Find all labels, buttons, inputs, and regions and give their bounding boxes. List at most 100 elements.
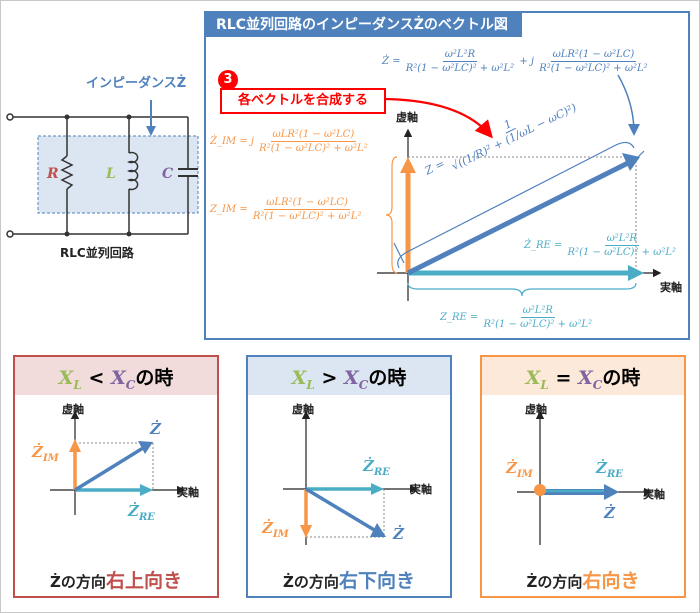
case-1-title: XL < XCの時	[15, 363, 217, 392]
resistor-label: R	[47, 166, 59, 182]
step-label: 各ベクトルを合成する	[220, 88, 386, 114]
case-3-title-xl-sub: L	[540, 377, 549, 392]
case-3-title-suffix: の時	[602, 367, 641, 389]
case-1-imag-axis: 虚軸	[62, 403, 84, 416]
case-2-title-xc: X	[344, 367, 359, 389]
case-3-zre-sub: RE	[606, 469, 623, 480]
case-2-title-suffix: の時	[368, 367, 407, 389]
zre-num: ω²L²R	[520, 305, 555, 318]
case-3-zim-sub: IM	[516, 469, 533, 480]
case-box-3-header	[482, 357, 684, 395]
case-1-title-op: <	[81, 367, 111, 389]
case-3-title-xl: X	[525, 367, 541, 389]
case-2-title: XL > XCの時	[248, 363, 450, 392]
case-2-title-xl: X	[291, 367, 307, 389]
case-2-zre-sub: RE	[373, 467, 390, 478]
case-box-xl-greater-xc	[246, 355, 452, 598]
zim-den: R²(1 − ω²LC)² + ω²L²	[252, 211, 362, 222]
case-3-title-xc: X	[578, 367, 593, 389]
zim-dot-formula: Ż_IM = j ωLR²(1 − ω²LC)R²(1 − ω²LC)² + ω…	[210, 128, 370, 155]
case-2-imag-axis: 虚軸	[292, 403, 314, 416]
case-3-imag-axis: 虚軸	[525, 403, 547, 416]
case-1-title-xc-sub: C	[125, 377, 136, 392]
zre-dot-num: ω²L²R	[604, 233, 639, 246]
case-1-zre-sub: RE	[138, 512, 155, 523]
case-2-result: Żの方向右下向き	[248, 566, 450, 593]
case-2-title-xc-sub: C	[358, 377, 369, 392]
case-1-title-suffix: の時	[135, 367, 174, 389]
case-3-title-xc-sub: C	[592, 377, 603, 392]
case-1-title-xc: X	[111, 367, 126, 389]
case-2-zim-sub: IM	[272, 529, 289, 540]
z-mag-lhs: Z =	[422, 156, 447, 178]
zim-dot-num: ωLR²(1 − ω²LC)	[270, 129, 357, 142]
zre-dot-lhs: Ż_RE =	[524, 240, 563, 251]
step-number-badge: 3	[218, 70, 238, 90]
case-3-result: Żの方向右向き	[482, 566, 684, 593]
case-2-z-label: Ż	[393, 525, 404, 543]
z-dot-re-num: ω²L²R	[442, 49, 478, 62]
case-3-zim-main: Ż	[506, 459, 517, 477]
case-1-result: Żの方向右上向き	[15, 566, 217, 593]
zim-dot-den: R²(1 − ω²LC)² + ω²L²	[259, 143, 368, 154]
circuit-caption: RLC並列回路	[60, 246, 134, 260]
z-dot-plus-j: + j	[519, 56, 535, 67]
zim-formula: Z_IM = ωLR²(1 − ω²LC)R²(1 − ω²LC)² + ω²L…	[210, 196, 363, 223]
zre-dot-den: R²(1 − ω²LC)² + ω²L²	[567, 247, 676, 258]
case-1-result-prefix: Żの方向	[50, 573, 106, 591]
vector-diagram	[377, 74, 662, 301]
case-2-result-prefix: Żの方向	[283, 573, 339, 591]
case-2-zre-label: ŻRE	[363, 457, 390, 478]
case-box-2-header	[248, 357, 450, 395]
zre-lhs: Z_RE =	[440, 312, 479, 323]
case-3-zre-main: Ż	[596, 459, 607, 477]
vector-panel-title: RLC並列回路のインピーダンスŻのベクトル図	[206, 13, 522, 37]
case-2-zim-main: Ż	[262, 519, 273, 537]
imag-axis-label: 虚軸	[396, 111, 418, 124]
case-2-zre-main: Ż	[363, 457, 374, 475]
case-1-zre-main: Ż	[128, 502, 139, 520]
z-dot-im-num: ωLR²(1 − ω²LC)	[550, 49, 637, 62]
case-3-vector-diagram	[517, 410, 653, 545]
z-dot-im-den: R²(1 − ω²LC)² + ω²L²	[539, 63, 648, 74]
case-1-title-xl-sub: L	[73, 377, 82, 392]
case-1-real-axis: 実軸	[177, 486, 199, 499]
case-1-z-label: Ż	[150, 420, 161, 438]
case-2-vector-diagram	[283, 410, 419, 545]
zim-dot-lhs: Ż_IM = j	[210, 136, 254, 147]
case-2-result-value: 右下向き	[338, 570, 415, 592]
inductor-label: L	[106, 166, 116, 182]
case-box-xl-equal-xc	[480, 355, 686, 598]
z-dot-lhs: Ż =	[382, 56, 401, 67]
zim-num: ωLR²(1 − ω²LC)	[264, 197, 350, 210]
case-1-zim-sub: IM	[42, 453, 59, 464]
case-3-real-axis: 実軸	[643, 488, 665, 501]
case-1-zim-main: Ż	[32, 443, 43, 461]
case-1-vector-diagram	[50, 410, 186, 515]
case-box-1-header	[15, 357, 217, 395]
case-3-zim-label: ŻIM	[506, 459, 533, 480]
impedance-label: インピーダンスŻ	[86, 76, 187, 91]
case-1-title-xl: X	[58, 367, 74, 389]
case-3-title: XL = XCの時	[482, 363, 684, 392]
case-1-zre-label: ŻRE	[128, 502, 155, 523]
zim-lhs: Z_IM =	[210, 204, 248, 215]
case-3-z-label: Ż	[604, 504, 615, 522]
case-2-title-xl-sub: L	[306, 377, 315, 392]
z-dot-re-den: R²(1 − ω²LC)² + ω²L²	[405, 63, 515, 74]
case-2-title-op: >	[314, 367, 344, 389]
case-2-real-axis: 実軸	[410, 483, 432, 496]
case-2-zim-label: ŻIM	[262, 519, 289, 540]
case-3-zre-label: ŻRE	[596, 459, 623, 480]
case-1-zim-label: ŻIM	[32, 443, 59, 464]
case-3-result-value: 右向き	[582, 570, 640, 592]
case-3-title-op: =	[548, 367, 578, 389]
vector-panel	[204, 11, 690, 340]
case-1-result-value: 右上向き	[105, 570, 182, 592]
rlc-circuit-diagram	[6, 100, 199, 238]
zre-den: R²(1 − ω²LC)² + ω²L²	[483, 319, 592, 330]
case-3-result-prefix: Żの方向	[526, 573, 583, 591]
